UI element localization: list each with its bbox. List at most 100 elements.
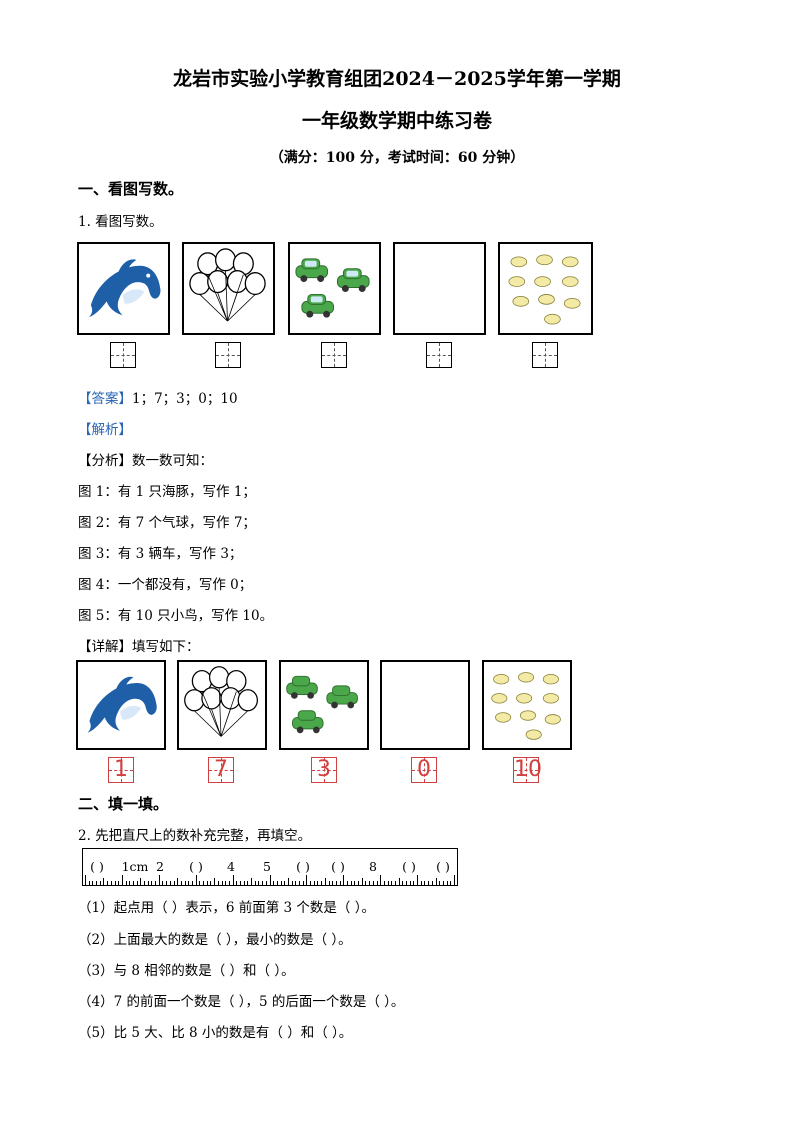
ruler-tick: [239, 881, 241, 885]
answer-text: 1；7；3；0；10: [132, 391, 238, 407]
fill-item-2: （2）上面最大的数是（ ），最小的数是（ ）。: [78, 932, 352, 948]
fill-item-1: （1）起点用（ ）表示，6 前面第 3 个数是（ ）。: [78, 900, 375, 916]
dolphin-icon: [88, 259, 161, 318]
ruler-label-7: ( ): [296, 859, 310, 874]
ruler-tick: [254, 881, 256, 885]
analysis-intro: 【分析】数一数可知：: [78, 453, 213, 469]
picture-cars-2: [279, 660, 369, 750]
ruler-tick: [335, 881, 337, 885]
filled-value-2: 7: [214, 757, 228, 782]
ruler-tick: [195, 875, 197, 885]
analysis-line-2: 图 2：有 7 个气球，写作 7；: [78, 515, 256, 531]
ruler-label-2: 1cm: [121, 859, 149, 874]
ruler-tick: [184, 881, 186, 885]
ruler-tick: [136, 881, 138, 885]
ruler-tick: [188, 881, 190, 885]
filled-value-4: 0: [417, 757, 431, 782]
ruler-tick: [358, 881, 360, 885]
ruler-tick: [273, 881, 275, 885]
ruler-tick: [428, 881, 430, 885]
filled-value-5: 10: [514, 757, 542, 782]
ruler-tick: [247, 881, 249, 885]
ruler-tick: [251, 878, 253, 885]
ruler-tick: [280, 881, 282, 885]
ruler-tick: [431, 881, 433, 885]
ruler-tick: [121, 875, 123, 885]
picture-dolphin: [77, 242, 170, 335]
balloons-icon: [184, 666, 258, 737]
ruler-tick: [387, 881, 389, 885]
dolphin-icon: [87, 676, 157, 733]
ruler-tick: [99, 881, 101, 885]
ruler-tick: [380, 875, 382, 885]
ruler-tick: [324, 878, 326, 885]
ruler-tick: [228, 881, 230, 885]
ruler-tick: [350, 881, 352, 885]
ruler-tick: [376, 881, 378, 885]
ruler-tick: [125, 881, 127, 885]
fill-item-3: （3）与 8 相邻的数是（ ）和（ ）。: [78, 963, 295, 979]
filled-grid-4: 0: [411, 757, 437, 783]
ruler-tick: [210, 881, 212, 885]
ruler-tick: [310, 881, 312, 885]
ruler-label-4: ( ): [189, 859, 203, 874]
ruler-tick: [232, 875, 234, 885]
car-icon: [295, 258, 370, 318]
ruler-tick: [446, 881, 448, 885]
ruler-tick: [383, 881, 385, 885]
ruler-tick: [155, 881, 157, 885]
ruler-label-1: ( ): [90, 859, 104, 874]
picture-birds-2: [482, 660, 572, 750]
ruler-tick: [287, 878, 289, 885]
ruler-tick: [114, 881, 116, 885]
ruler-label-10: ( ): [402, 859, 416, 874]
ruler-tick: [225, 881, 227, 885]
ruler-tick: [306, 875, 308, 885]
ruler-tick: [413, 881, 415, 885]
ruler-tick: [236, 881, 238, 885]
exam-subtitle: 一年级数学期中练习卷: [301, 110, 492, 132]
picture-cars: [288, 242, 381, 335]
answer-grid-1[interactable]: [110, 342, 136, 368]
ruler-tick: [118, 881, 120, 885]
ruler-tick: [103, 878, 105, 885]
ruler-tick: [394, 881, 396, 885]
ruler-tick: [372, 881, 374, 885]
fill-item-4: （4）7 的前面一个数是（ ），5 的后面一个数是（ ）。: [78, 994, 405, 1010]
ruler-tick: [166, 881, 168, 885]
ruler-tick: [203, 881, 205, 885]
ruler-tick: [317, 881, 319, 885]
ruler-tick: [328, 881, 330, 885]
picture-empty: [393, 242, 486, 335]
ruler-tick: [169, 881, 171, 885]
filled-grid-2: 7: [208, 757, 234, 783]
ruler-tick: [391, 881, 393, 885]
bird-icon: [508, 254, 581, 325]
answer-grid-4[interactable]: [426, 342, 452, 368]
picture-empty-2: [380, 660, 470, 750]
car-icon: [286, 675, 358, 734]
ruler-tick: [339, 881, 341, 885]
detail-line: 【详解】填写如下：: [78, 639, 200, 655]
ruler-tick: [217, 881, 219, 885]
ruler-tick: [192, 881, 193, 885]
answer-grid-5[interactable]: [532, 342, 558, 368]
ruler-tick: [269, 875, 271, 885]
ruler: ( ) 1cm 2 ( ) 4 5 ( ) ( ) 8 ( ) ( ): [82, 848, 458, 886]
answer-grid-3[interactable]: [321, 342, 347, 368]
analysis-line-1: 图 1：有 1 只海豚，写作 1；: [78, 484, 256, 500]
ruler-tick: [206, 881, 208, 885]
filled-value-1: 1: [114, 757, 128, 782]
answer-grid-2[interactable]: [215, 342, 241, 368]
ruler-tick: [177, 878, 179, 885]
ruler-tick: [409, 881, 411, 885]
ruler-tick: [151, 881, 153, 885]
exam-title: 龙岩市实验小学教育组团2024－2025学年第一学期: [173, 68, 621, 90]
ruler-tick: [435, 878, 437, 885]
ruler-tick: [398, 878, 400, 885]
ruler-tick: [88, 881, 90, 885]
ruler-label-9: 8: [369, 859, 377, 874]
ruler-tick: [450, 881, 452, 885]
analysis-tag: 【解析】: [78, 422, 132, 438]
ruler-tick: [354, 881, 356, 885]
